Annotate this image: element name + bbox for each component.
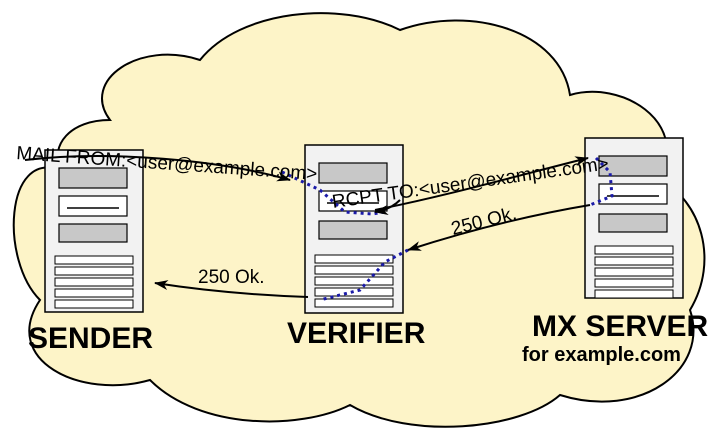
mx-server-sublabel: for example.com [522,344,681,366]
rcpt-to-arrow [374,156,589,211]
mx-trace [589,156,614,207]
mx-server-label: MX SERVER [532,310,708,343]
ok-mx-arrow [407,204,591,251]
verifier-server [304,144,404,314]
verifier-label: VERIFIER [287,317,426,350]
sender-label: SENDER [28,322,153,355]
sender-server [44,149,144,313]
ok-verifier-arrow [154,280,309,298]
rcpt-to-return-arrow [374,199,401,215]
verifier-lower-trace [319,248,409,302]
mail-from-arrow [24,155,291,182]
ok-verifier-label: 250 Ok. [198,267,265,288]
